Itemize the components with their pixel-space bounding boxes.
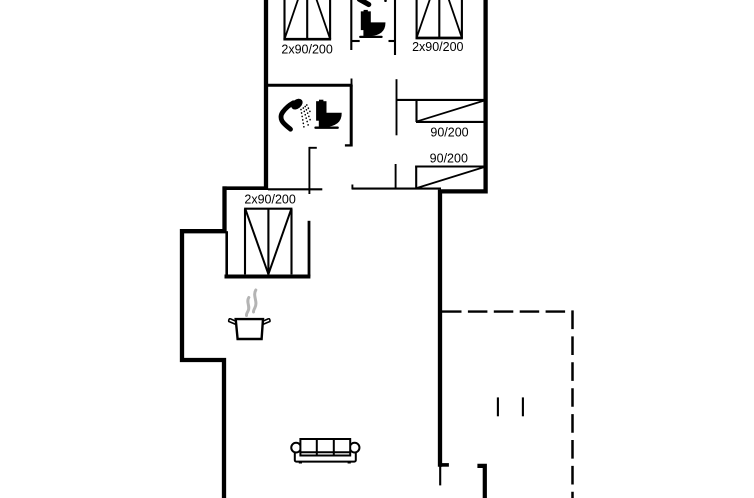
svg-text:2x90/200: 2x90/200 <box>281 42 332 56</box>
svg-text:90/200: 90/200 <box>430 151 468 165</box>
svg-text:2x90/200: 2x90/200 <box>412 40 463 54</box>
svg-text:2x90/200: 2x90/200 <box>244 193 295 207</box>
svg-text:90/200: 90/200 <box>430 125 468 139</box>
